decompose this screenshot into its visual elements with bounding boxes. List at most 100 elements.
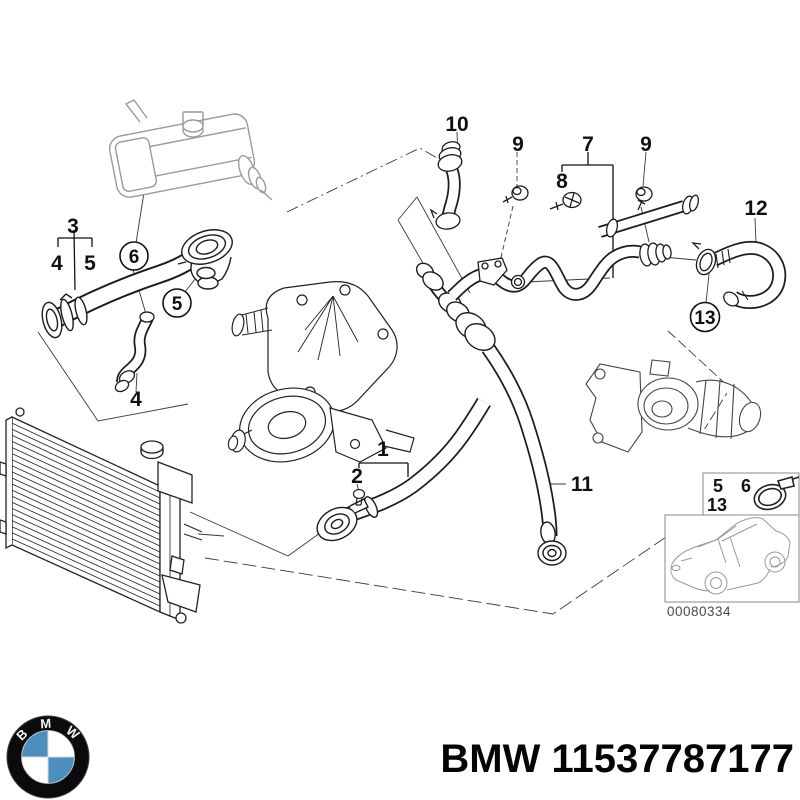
car-headlight bbox=[680, 557, 693, 562]
hose-10-assembly bbox=[429, 141, 463, 230]
pipe7-left-ring bbox=[605, 218, 619, 238]
screw9-right-top bbox=[636, 187, 646, 197]
inset-panel: 5 6 13 00080334 bbox=[664, 472, 800, 619]
tb-end-cap bbox=[738, 401, 762, 433]
radiator-left-channel bbox=[5, 416, 13, 550]
car-grille bbox=[671, 565, 681, 571]
callout-11: 11 bbox=[571, 473, 594, 496]
elbow-nozzle-clamp bbox=[196, 266, 216, 280]
pipe7-end-ring2 bbox=[688, 194, 700, 212]
callout-13-circle bbox=[689, 301, 721, 333]
car-front-lower bbox=[670, 563, 711, 592]
hose10-clamp-screw bbox=[429, 208, 438, 219]
callout-6: 6 bbox=[129, 247, 140, 268]
pump-bolt-3 bbox=[377, 328, 389, 340]
elbow-flange-bore bbox=[195, 239, 219, 255]
pump-ribbed-neck bbox=[237, 307, 273, 336]
screw9-right-shank bbox=[637, 199, 646, 211]
clamp-label-6: 6 bbox=[741, 476, 751, 496]
screw9-left-shank bbox=[502, 195, 513, 204]
pump-stub bbox=[383, 429, 415, 453]
car-front-wheel bbox=[704, 571, 728, 595]
mounting-bracket bbox=[477, 257, 526, 290]
hose7-fitting-end bbox=[662, 244, 672, 260]
expansion-tank bbox=[108, 99, 273, 201]
bracket-1 bbox=[358, 462, 409, 477]
bracket-bolt-inner bbox=[513, 277, 523, 287]
screw8-shank bbox=[549, 201, 564, 211]
throttle-body bbox=[585, 359, 762, 453]
screw-2 bbox=[352, 488, 366, 506]
hose-clamp-icon bbox=[753, 475, 800, 511]
screw9-left-top bbox=[512, 186, 522, 196]
water-pump bbox=[227, 281, 415, 463]
tb-bolt-1 bbox=[594, 368, 606, 380]
radiator-cap bbox=[140, 440, 164, 454]
hose1-clamp bbox=[363, 496, 379, 518]
radiator-bottom-bracket bbox=[161, 574, 201, 613]
screw2-head bbox=[352, 488, 366, 500]
radiator bbox=[0, 407, 203, 624]
hose1-flange-bore bbox=[330, 518, 344, 530]
hose-11-outline bbox=[481, 343, 558, 537]
car-upper-outline bbox=[671, 517, 791, 568]
zone-stub bbox=[197, 533, 225, 537]
car-front-wheel-hub bbox=[710, 577, 722, 589]
bracket-7 bbox=[561, 152, 614, 278]
pump-bolt-1 bbox=[296, 294, 308, 306]
leader-4-bottom bbox=[135, 372, 138, 393]
screw8-cross bbox=[564, 192, 580, 208]
callout-7: 7 bbox=[582, 133, 594, 156]
hose-3-assembly bbox=[41, 248, 202, 339]
logo-letter-m: M bbox=[40, 716, 52, 732]
hose12-clamp-inner bbox=[699, 252, 713, 272]
tank-cap-top bbox=[182, 119, 204, 133]
pump-bolt-2 bbox=[339, 284, 351, 296]
clamp-screw-housing bbox=[776, 475, 795, 490]
radiator-left-tabs bbox=[0, 461, 7, 535]
screws bbox=[502, 185, 653, 211]
callout-brackets bbox=[57, 152, 614, 477]
radiator-core bbox=[11, 415, 161, 614]
tank-end-box bbox=[114, 137, 158, 192]
shaft-cap-2 bbox=[227, 435, 239, 451]
callout-8: 8 bbox=[556, 170, 568, 193]
hose-10-body bbox=[443, 168, 459, 218]
radiator-fins bbox=[11, 422, 161, 607]
clamp-band-inner bbox=[757, 487, 783, 507]
radiator-cap-side bbox=[140, 447, 164, 452]
hose3-collar bbox=[74, 296, 88, 326]
callout-10: 10 bbox=[445, 113, 468, 136]
hose3-clamp-screw bbox=[59, 293, 73, 301]
clamp-screw-tip bbox=[792, 476, 800, 480]
bmw-quadrant-topleft bbox=[22, 731, 48, 757]
bmw-cross-lines bbox=[22, 731, 74, 783]
hose11-top-clamp bbox=[422, 271, 444, 291]
callout-4-top: 4 bbox=[51, 252, 63, 275]
tb-top-stub bbox=[649, 359, 671, 377]
car-window-lines bbox=[697, 523, 758, 568]
tb-bolt-2 bbox=[592, 432, 604, 444]
hose-1-assembly bbox=[316, 397, 491, 542]
radiator-outlet-stub bbox=[183, 523, 203, 541]
s-hose-end bbox=[114, 379, 130, 393]
tank-outlet-ring3 bbox=[255, 176, 267, 194]
callout-2: 2 bbox=[351, 465, 363, 488]
bracket-hole-2 bbox=[494, 260, 502, 268]
leader-tank-to-hose10 bbox=[286, 147, 438, 213]
s-hose-top-ring bbox=[139, 311, 155, 323]
tank-nozzle-tip bbox=[260, 189, 273, 201]
zone-bottom-v bbox=[204, 532, 673, 615]
callout-9-right: 9 bbox=[640, 133, 652, 156]
car-rear-wheel-hub bbox=[769, 556, 781, 568]
car-silhouette bbox=[670, 517, 791, 595]
radiator-drain-plug bbox=[175, 612, 187, 624]
callout-5-top: 5 bbox=[84, 252, 96, 275]
radiator-top-reservoir bbox=[157, 461, 193, 504]
callout-labels: 3 4 5 4 10 9 7 8 9 12 1 2 11 6 5 13 bbox=[51, 113, 768, 496]
bracket-hole-1 bbox=[481, 262, 489, 270]
zone-radiator-to-hose1 bbox=[189, 511, 339, 557]
small-s-hose bbox=[114, 311, 155, 393]
